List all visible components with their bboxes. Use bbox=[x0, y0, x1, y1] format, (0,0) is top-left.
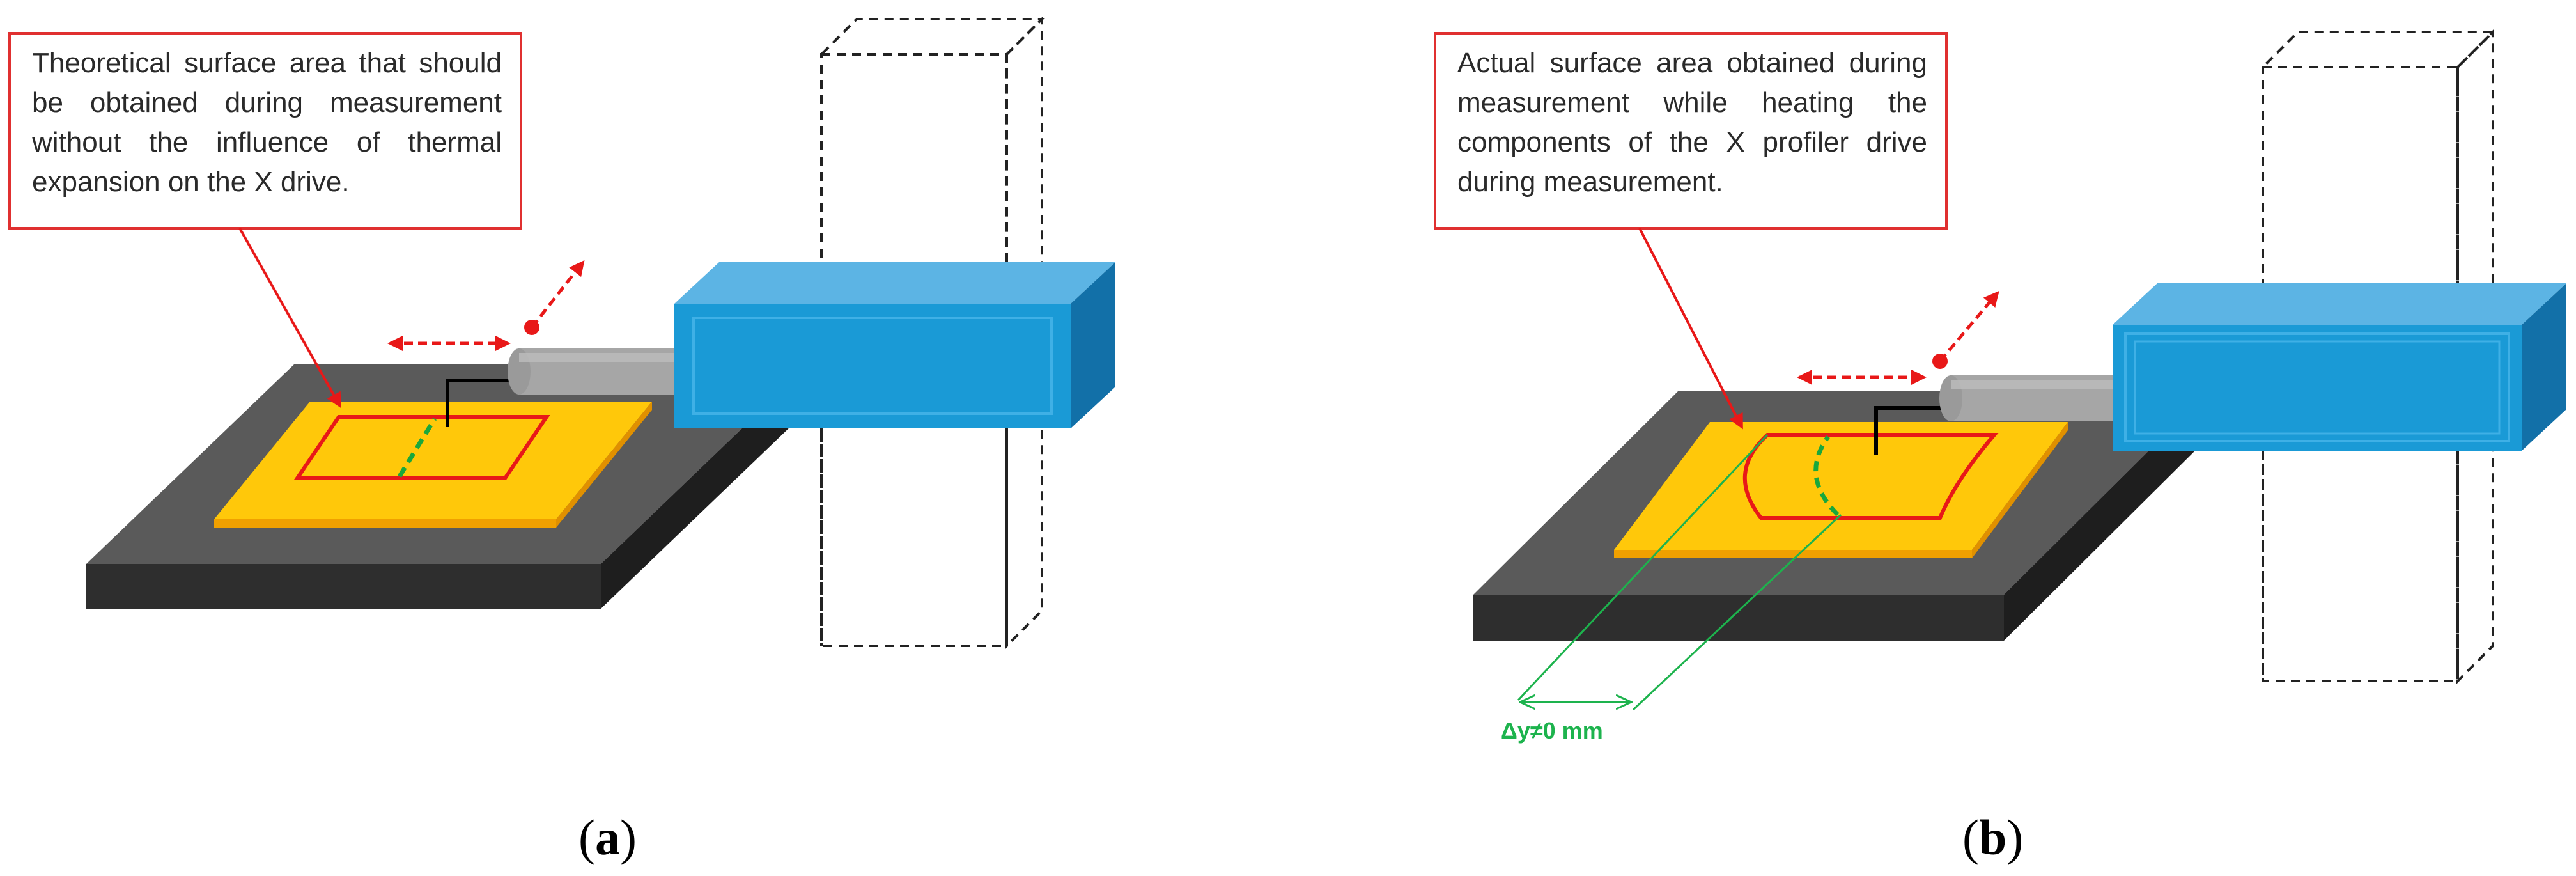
panel-a-callout-pointer bbox=[238, 228, 341, 409]
panel-a-dashed-column-front bbox=[820, 428, 1008, 646]
panel-b-probe-shaft bbox=[1939, 375, 2122, 421]
panel-b-scan-line bbox=[1813, 435, 1840, 517]
panel-a-callout-text: Theoretical surface area that should be … bbox=[32, 47, 502, 198]
panel-b-x-drive bbox=[2113, 283, 2566, 451]
panel-a-callout-box bbox=[8, 32, 522, 230]
panel-a-probe-shaft bbox=[508, 348, 690, 395]
panel-b-label-open: ( bbox=[1962, 810, 1979, 865]
panel-b-callout-text: Actual surface area obtained during meas… bbox=[1457, 47, 1927, 198]
panel-b-diagram bbox=[1434, 29, 2566, 711]
panel-a-label-open: ( bbox=[578, 810, 595, 865]
panel-b-specimen bbox=[1614, 422, 2068, 558]
panel-b-delta-y-dimension bbox=[1517, 434, 1842, 711]
panel-b-callout-pointer bbox=[1638, 228, 1743, 430]
panel-a-specimen bbox=[214, 402, 652, 528]
panel-a-diagram bbox=[8, 16, 1115, 649]
panel-b-measurement-area bbox=[1742, 433, 1999, 520]
panel-a-label-letter: a bbox=[594, 810, 620, 865]
panel-a-label: (a) bbox=[578, 809, 637, 866]
panel-b-dashed-column-front bbox=[2262, 451, 2459, 681]
panel-b-label-letter: b bbox=[1978, 810, 2007, 865]
panel-b-label: (b) bbox=[1962, 809, 2023, 866]
panel-a-measurement-area bbox=[293, 415, 550, 480]
panel-a-x-drive bbox=[674, 262, 1115, 428]
panel-b-y-motion-arrow bbox=[1932, 290, 1999, 369]
panel-b-callout-box bbox=[1434, 32, 1948, 230]
panel-a-scan-line bbox=[398, 418, 437, 478]
panel-b-label-close: ) bbox=[2006, 810, 2024, 865]
panel-b-probe-tip bbox=[1874, 406, 1953, 455]
panel-a-probe-tip bbox=[446, 379, 521, 427]
panel-b-delta-y-label: Δy≠0 mm bbox=[1501, 717, 1603, 744]
panel-a-y-motion-arrow bbox=[524, 260, 585, 335]
panel-a-label-close: ) bbox=[619, 810, 637, 865]
